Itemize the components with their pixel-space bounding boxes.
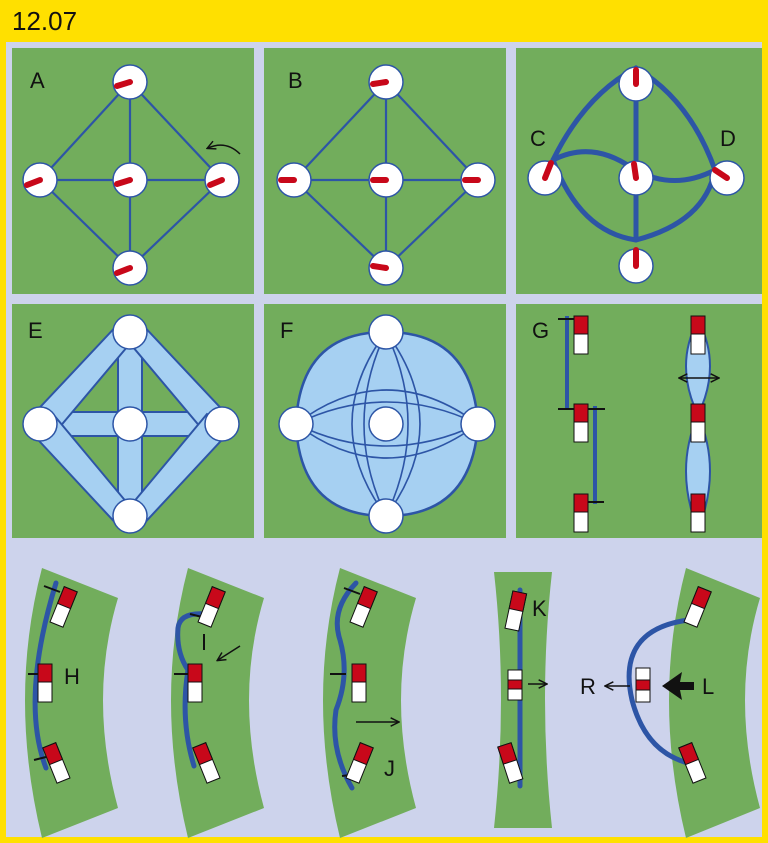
panel-b: B bbox=[264, 48, 506, 294]
panel-cd: C D bbox=[516, 48, 762, 294]
panel-k-label: K bbox=[532, 596, 547, 621]
panel-j: J bbox=[330, 580, 398, 791]
force-arrow-icon bbox=[662, 672, 694, 700]
panel-h: H bbox=[28, 580, 80, 784]
panel-l: R L bbox=[580, 586, 714, 784]
panel-a: A bbox=[12, 48, 254, 294]
curved-strips bbox=[25, 568, 760, 838]
panel-g-label: G bbox=[532, 318, 549, 343]
panel-g: G bbox=[516, 304, 762, 538]
figure-title: 12.07 bbox=[12, 6, 78, 36]
panel-h-label: H bbox=[64, 664, 80, 689]
panel-i bbox=[174, 586, 241, 784]
panel-c-label: C bbox=[530, 126, 546, 151]
panel-e-label: E bbox=[28, 318, 43, 343]
panel-l-label: L bbox=[702, 674, 714, 699]
panel-r-label: R bbox=[580, 674, 596, 699]
rotation-arrow bbox=[208, 145, 241, 155]
panel-j-label: J bbox=[384, 756, 395, 781]
panel-f: F bbox=[264, 304, 506, 538]
panel-a-label: A bbox=[30, 68, 45, 93]
panel-b-label: B bbox=[288, 68, 303, 93]
panel-d-label: D bbox=[720, 126, 736, 151]
panel-e: E bbox=[12, 304, 254, 538]
panel-k: K bbox=[497, 587, 547, 789]
panel-f-label: F bbox=[280, 318, 293, 343]
